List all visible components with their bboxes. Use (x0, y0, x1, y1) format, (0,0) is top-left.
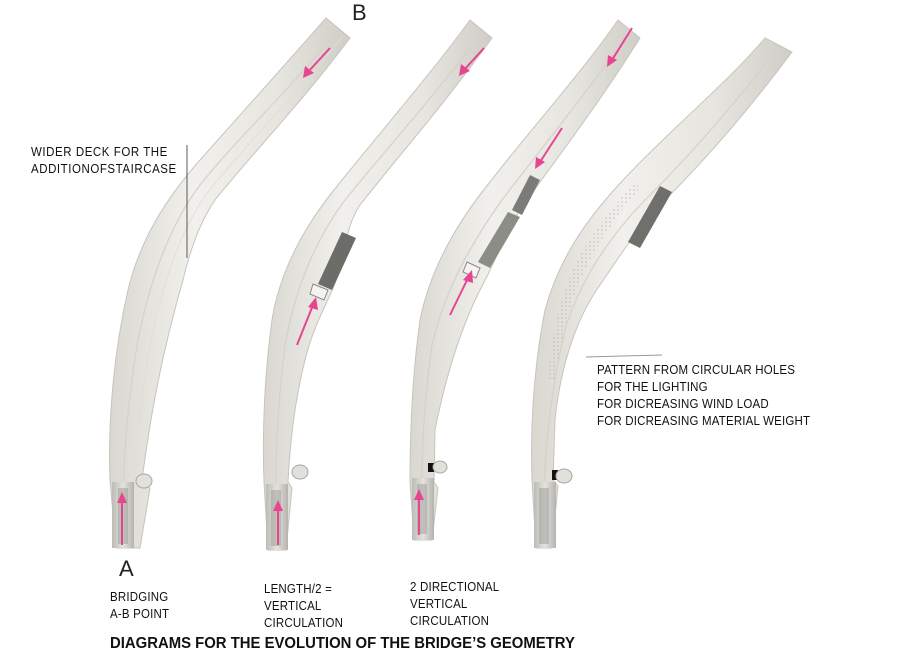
arrow-up (273, 500, 283, 545)
base-inner (539, 488, 549, 544)
support-pad (432, 460, 448, 474)
deck-centerline (421, 31, 631, 486)
arrow-down (459, 47, 485, 76)
caption-line: VERTICAL (410, 597, 468, 611)
base-inner (417, 484, 427, 534)
caption-line: VERTICAL (264, 599, 322, 613)
wider-deck-annotation: WIDER DECK FOR THE ADDITIONOFSTAIRCASE (31, 144, 177, 178)
deck-centerline (275, 31, 483, 486)
caption-line: LENGTH/2 = (264, 582, 332, 596)
support-clip (552, 470, 558, 480)
arrow-up (414, 489, 424, 535)
bridge-stage-4 (531, 37, 793, 549)
pattern-annotation: PATTERN FROM CIRCULAR HOLES FOR THE LIGH… (597, 362, 810, 430)
bridge-stage-2 (262, 19, 493, 551)
deck-centerline (543, 47, 779, 486)
annotation-line: FOR DICREASING MATERIAL WEIGHT (597, 414, 811, 428)
caption-line: A-B POINT (110, 607, 170, 621)
caption-line: CIRCULATION (410, 614, 490, 628)
staircase-landing (462, 261, 481, 279)
bridge-stage-1 (109, 17, 351, 549)
hole-pattern (548, 182, 640, 380)
support-pad (555, 468, 573, 484)
arrow-down (303, 47, 331, 78)
arrow-up (117, 492, 127, 545)
stage-1-caption: BRIDGING A-B POINT (110, 589, 169, 623)
staircase-block (318, 232, 356, 290)
staircase-block (628, 186, 672, 248)
annotation-line: ADDITIONOFSTAIRCASE (31, 162, 177, 176)
caption-line: 2 DIRECTIONAL (410, 580, 500, 594)
stage-3-caption: 2 DIRECTIONAL VERTICAL CIRCULATION (410, 579, 499, 630)
support-pad (135, 473, 153, 489)
staircase-block-upper (512, 175, 540, 215)
bridge-stage-3 (409, 19, 641, 541)
stage-2-caption: LENGTH/2 = VERTICAL CIRCULATION (264, 581, 343, 632)
caption-line: BRIDGING (110, 590, 169, 604)
deck-rail-line (133, 35, 344, 486)
annotation-line: FOR THE LIGHTING (597, 380, 708, 394)
base-inner (271, 490, 281, 546)
staircase-block-lower (478, 212, 520, 268)
caption-line: CIRCULATION (264, 616, 344, 630)
arrow-up-mid (296, 297, 318, 346)
diagram-title: DIAGRAMS FOR THE EVOLUTION OF THE BRIDGE… (110, 635, 575, 652)
support-pad (291, 464, 309, 480)
staircase-landing (309, 283, 329, 301)
support-clip (428, 463, 434, 472)
point-a-label: A (119, 556, 134, 581)
annotation-line: FOR DICREASING WIND LOAD (597, 397, 769, 411)
arrow-down-mid (535, 127, 563, 169)
callout-line (585, 354, 663, 358)
annotation-line: PATTERN FROM CIRCULAR HOLES (597, 363, 796, 377)
arrow-up-mid (449, 270, 473, 316)
arrow-down-top (607, 27, 633, 67)
deck-centerline (123, 31, 337, 486)
point-b-label: B (352, 0, 367, 25)
annotation-line: WIDER DECK FOR THE (31, 145, 168, 159)
